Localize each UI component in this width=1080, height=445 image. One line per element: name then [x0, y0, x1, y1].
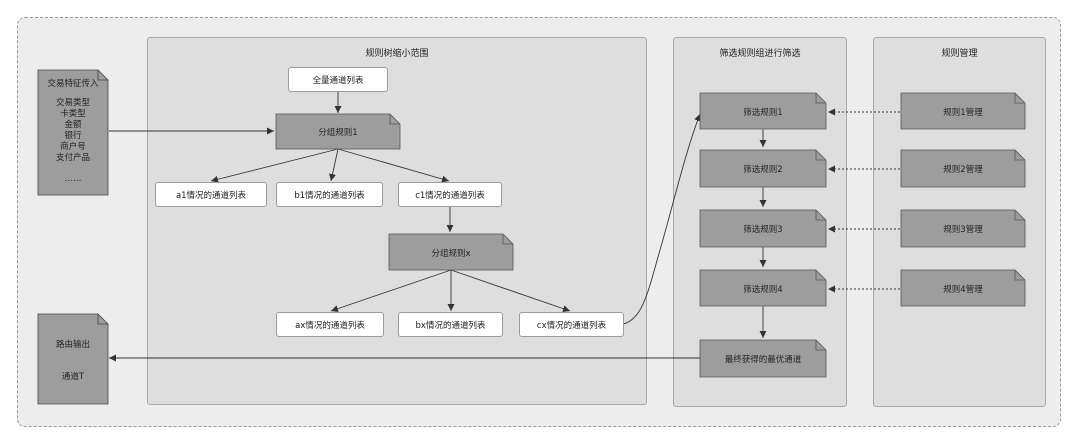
rule-3-management: 规则3管理: [900, 209, 1026, 248]
rule-2-management-label: 规则2管理: [943, 165, 983, 175]
cx-channel-list: cx情况的通道列表: [519, 312, 624, 337]
filter-rule-1: 筛选规则1: [699, 92, 827, 130]
filter-rule-4: 筛选规则4: [699, 269, 827, 307]
filter-rule-1-label: 筛选规则1: [743, 108, 783, 118]
panel-narrow-range-title: 规则树缩小范围: [365, 49, 429, 59]
input-feature-list: 交易类型 卡类型 金额 银行 商户号 支付产品 ……: [38, 98, 108, 185]
rule-2-management: 规则2管理: [900, 149, 1026, 188]
edge-group1-to-b1: [329, 148, 339, 182]
filter-rule-3: 筛选规则3: [699, 209, 827, 248]
b1-channel-list: b1情况的通道列表: [276, 182, 383, 207]
panel-filter-rules-title: 筛选规则组进行筛选: [719, 49, 801, 59]
edge-group1-to-c1: [337, 148, 450, 183]
route-output-value: 通道T: [61, 372, 85, 382]
rule-1-management: 规则1管理: [900, 92, 1026, 130]
input-feature-line: 卡类型: [60, 109, 86, 119]
route-output-title: 路由输出: [55, 340, 90, 350]
ax-channel-list: ax情况的通道列表: [276, 312, 384, 337]
c1-channel-list: c1情况的通道列表: [398, 182, 502, 207]
route-output-card: 路由输出 通道T: [37, 313, 109, 405]
a1-channel-list: a1情况的通道列表: [155, 182, 267, 207]
edge-groupx-to-ax: [330, 269, 452, 313]
rule-4-management-label: 规则4管理: [943, 285, 983, 295]
panel-narrow-range: 规则树缩小范围: [147, 37, 647, 405]
input-feature-line: 金额: [64, 120, 82, 130]
input-feature-line: ……: [64, 174, 82, 184]
group-rule-1-label: 分组规则1: [318, 128, 358, 138]
panel-rule-management-title: 规则管理: [941, 49, 978, 59]
group-rule-x-label: 分组规则x: [431, 249, 471, 259]
final-best-channel-label: 最终获得的最优通道: [724, 355, 802, 365]
group-rule-1: 分组规则1: [275, 113, 401, 150]
filter-rule-2-label: 筛选规则2: [743, 165, 783, 175]
filter-rule-4-label: 筛选规则4: [743, 285, 783, 295]
filter-rule-3-label: 筛选规则3: [743, 225, 783, 235]
rule-1-management-label: 规则1管理: [943, 108, 983, 118]
input-feature-line: 银行: [64, 131, 82, 141]
rule-3-management-label: 规则3管理: [943, 225, 983, 235]
edge-group1-to-a1: [210, 148, 339, 183]
input-feature-card: 交易特征传入 交易类型 卡类型 金额 银行 商户号 支付产品 ……: [37, 69, 109, 196]
input-feature-line: 商户号: [60, 142, 86, 152]
bx-channel-list: bx情况的通道列表: [398, 312, 503, 337]
input-feature-line: 支付产品: [55, 153, 90, 163]
input-feature-line: 交易类型: [55, 98, 90, 108]
all-channels-list: 全量通道列表: [288, 67, 388, 92]
filter-rule-2: 筛选规则2: [699, 149, 827, 188]
group-rule-x: 分组规则x: [388, 233, 514, 271]
edge-cx-to-filter1: [622, 113, 701, 325]
input-feature-title: 交易特征传入: [47, 79, 99, 89]
edge-groupx-to-cx: [450, 269, 571, 313]
rule-4-management: 规则4管理: [900, 269, 1026, 307]
final-best-channel: 最终获得的最优通道: [699, 339, 827, 378]
